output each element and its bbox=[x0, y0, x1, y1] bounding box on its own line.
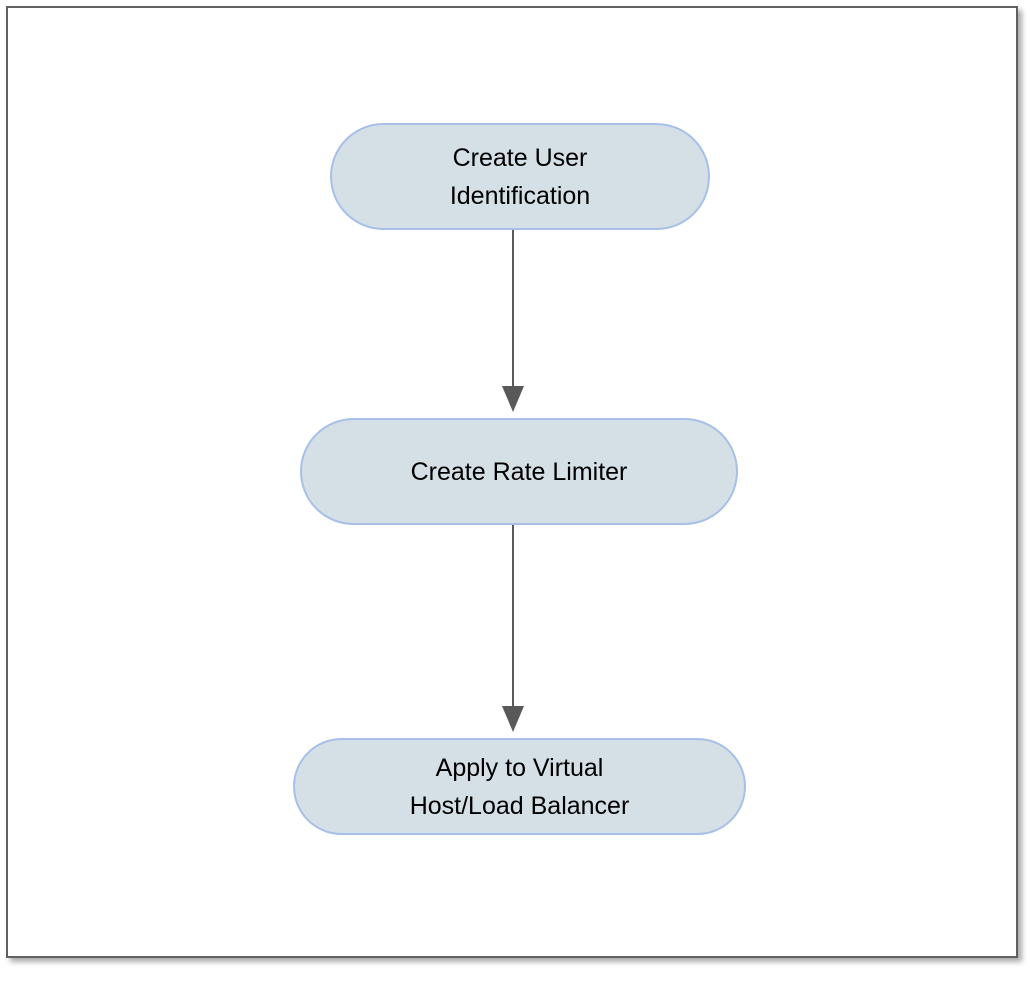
node-label: Apply to Virtual Host/Load Balancer bbox=[409, 753, 630, 820]
flowchart-node-create-user-identification[interactable]: Create User Identification bbox=[330, 123, 710, 230]
node-label: Create Rate Limiter bbox=[410, 457, 628, 486]
node-label: Create User Identification bbox=[449, 143, 591, 210]
edge-node1-to-node2 bbox=[502, 224, 524, 412]
arrowhead-icon bbox=[502, 386, 524, 412]
arrowhead-icon bbox=[502, 706, 524, 732]
edge-node2-to-node3 bbox=[502, 519, 524, 732]
flowchart: Create User Identification Create Rate L… bbox=[8, 8, 1016, 956]
diagram-frame: Create User Identification Create Rate L… bbox=[6, 6, 1018, 958]
flowchart-node-create-rate-limiter[interactable]: Create Rate Limiter bbox=[300, 418, 738, 525]
flowchart-node-apply-to-virtual-host-load-balancer[interactable]: Apply to Virtual Host/Load Balancer bbox=[293, 738, 746, 835]
